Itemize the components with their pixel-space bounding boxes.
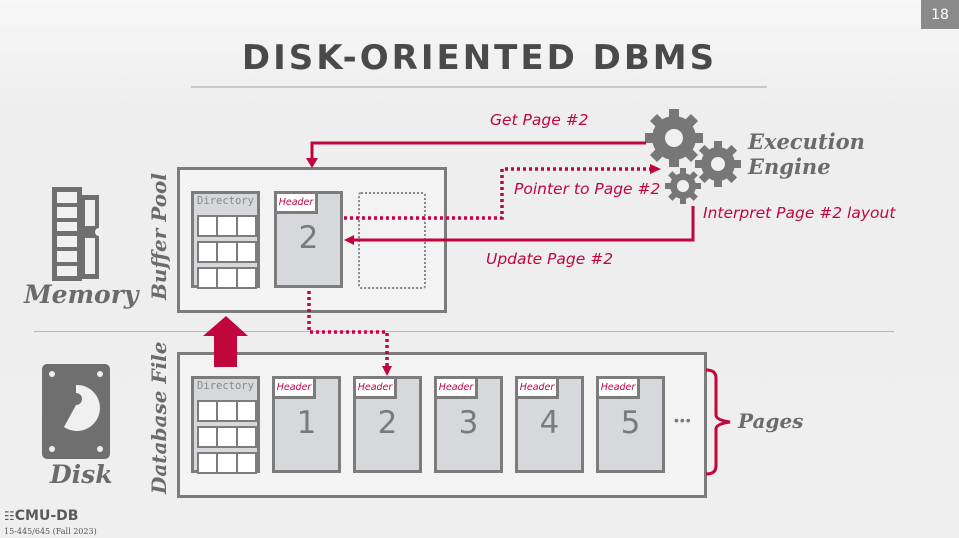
title-underline [191, 86, 767, 88]
memory-icon [52, 187, 103, 281]
interpret-label: Interpret Page #2 layout [703, 204, 896, 222]
get-page-arrow [310, 141, 646, 160]
buffer-pool-page-2[interactable]: Header 2 [274, 191, 343, 288]
disk-to-memory-arrowhead [382, 366, 392, 376]
get-page-label: Get Page #2 [490, 111, 589, 129]
gears-icon [645, 109, 741, 204]
load-up-arrow [203, 316, 248, 367]
pages-label: Pages [738, 409, 804, 433]
execution-engine-label: Execution Engine [748, 129, 865, 179]
disk-page-1[interactable]: Header 1 [272, 376, 341, 473]
directory-label: Directory [197, 380, 254, 392]
disk-to-memory-arrow [307, 291, 389, 368]
execution-engine-line2: Engine [748, 154, 831, 179]
page-header: Header [356, 379, 397, 399]
page-number: 2 [377, 405, 398, 441]
page-number: 3 [458, 405, 479, 441]
page-number: 4 [539, 405, 560, 441]
pages-brace [705, 368, 731, 476]
database-file-directory: Directory [191, 376, 260, 474]
update-page-arrow [352, 206, 695, 242]
page-number: 5 [620, 405, 641, 441]
page-header: Header [275, 379, 316, 399]
pointer-arrowhead [650, 164, 661, 174]
cmu-db-logo: ☷CMU-DB [4, 508, 78, 524]
page-header: Header [599, 379, 640, 399]
execution-engine-line1: Execution [748, 129, 865, 154]
page-header: Header [437, 379, 478, 399]
course-label: 15-445/645 (Fall 2023) [4, 527, 97, 536]
page-number: 1 [296, 405, 317, 441]
page-number: 2 [298, 220, 319, 256]
pointer-arrow [344, 167, 652, 220]
disk-icon [42, 364, 110, 459]
update-page-label: Update Page #2 [486, 250, 614, 268]
disk-page-5[interactable]: Header 5 [596, 376, 665, 473]
more-pages-ellipsis: ••• [674, 412, 692, 428]
page-header: Header [518, 379, 559, 399]
database-logo-icon: ☷ [4, 509, 15, 523]
directory-label: Directory [197, 195, 254, 207]
disk-page-4[interactable]: Header 4 [515, 376, 584, 473]
disk-page-3[interactable]: Header 3 [434, 376, 503, 473]
disk-label: Disk [50, 460, 113, 489]
memory-disk-separator [34, 331, 894, 332]
slide-title: DISK-ORIENTED DBMS [241, 38, 718, 78]
get-page-arrowhead [306, 158, 318, 168]
slide-number: 18 [921, 0, 959, 29]
update-page-arrowhead [344, 235, 354, 245]
page-header: Header [277, 194, 318, 214]
buffer-pool-directory: Directory [191, 191, 260, 289]
memory-label: Memory [24, 280, 139, 309]
disk-page-2[interactable]: Header 2 [353, 376, 422, 473]
pointer-label: Pointer to Page #2 [514, 180, 661, 198]
logo-text: CMU-DB [14, 508, 79, 524]
